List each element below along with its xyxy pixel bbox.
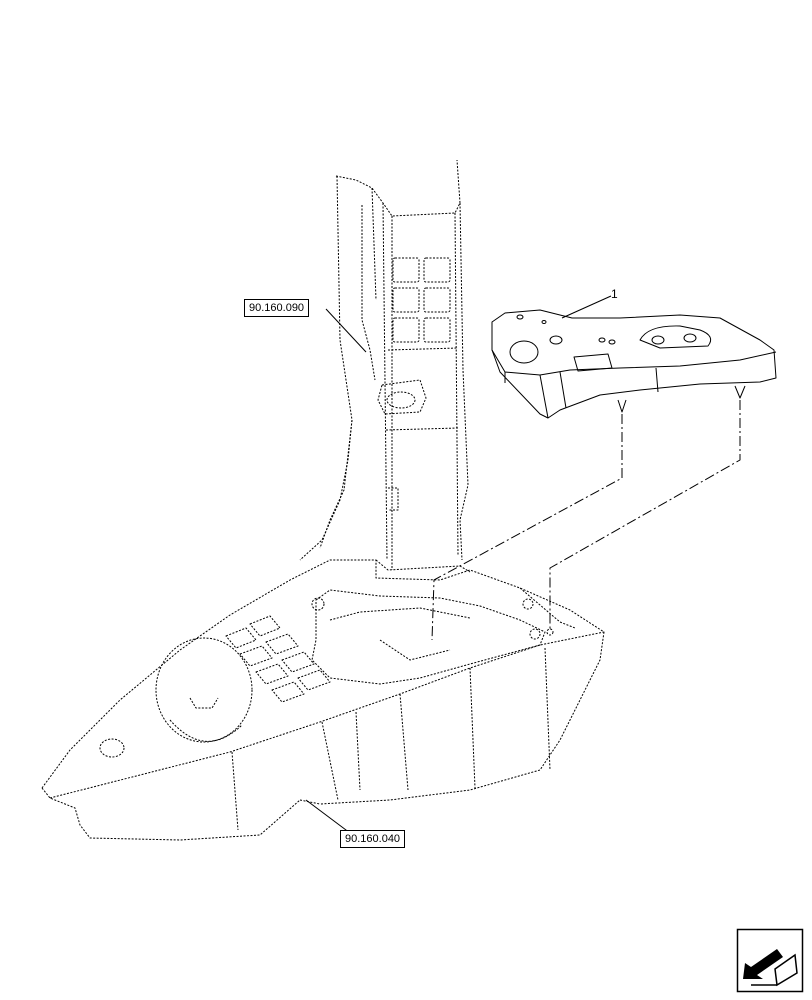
ref-label-upper-panel[interactable]: 90.160.090 — [244, 299, 310, 317]
pillar-trim-panel — [299, 159, 471, 573]
ref-label-lower-console[interactable]: 90.160.040 — [340, 830, 406, 848]
part-1-switch-panel — [491, 309, 777, 419]
callout-item-1: 1 — [611, 287, 618, 301]
previous-page-arrow-icon[interactable] — [736, 928, 804, 993]
leader-lines — [305, 295, 612, 840]
assembly-lines — [431, 400, 741, 641]
lower-console-housing — [41, 559, 605, 841]
